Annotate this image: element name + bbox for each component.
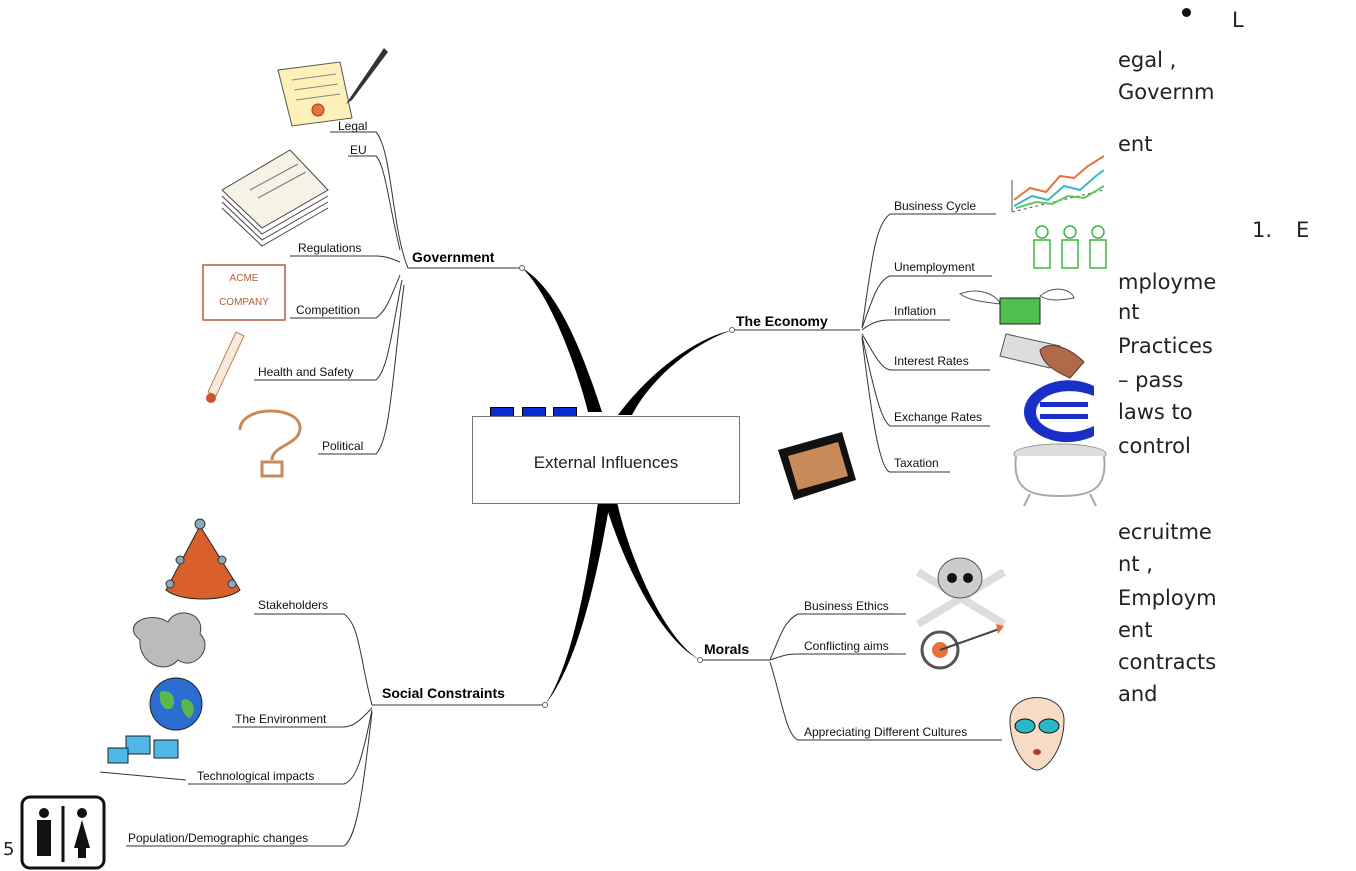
- spoke-social: [545, 502, 610, 705]
- business-cycle-chart-icon: [1011, 155, 1105, 213]
- econ-item-taxation: Taxation: [894, 456, 939, 470]
- econ-item-interest-rates: Interest Rates: [894, 354, 969, 368]
- legal-scroll-icon: [277, 48, 388, 127]
- econ-item-exchange-rates: Exchange Rates: [894, 410, 982, 424]
- econ-item-unemployment: Unemployment: [894, 260, 975, 274]
- acme-line1: ACME: [230, 273, 259, 284]
- econ-item-inflation: Inflation: [894, 304, 936, 318]
- spoke-government: [522, 268, 602, 412]
- spoke-morals: [605, 502, 700, 660]
- center-title: External Influences: [533, 453, 679, 472]
- gov-item-regulations: Regulations: [298, 241, 361, 255]
- euro-sign-icon: [1024, 380, 1094, 443]
- acme-company-icon: ACME COMPANY: [202, 264, 286, 321]
- thermometer-icon: [206, 331, 245, 403]
- number-line-4: – pass: [1118, 368, 1184, 392]
- lower-line-4: ent: [1118, 618, 1153, 642]
- alien-head-icon: [1009, 697, 1065, 771]
- morals-item-conflicting: Conflicting aims: [804, 639, 889, 653]
- number-line-5: laws to: [1118, 400, 1193, 424]
- lower-line-1: ecruitme: [1118, 520, 1212, 544]
- center-node: External Influences: [472, 416, 740, 504]
- gov-item-competition: Competition: [296, 303, 360, 317]
- social-item-stakeholders: Stakeholders: [258, 598, 328, 612]
- bullet-line-1: egal ,: [1118, 48, 1177, 72]
- stakeholders-table-icon: [165, 518, 241, 600]
- lower-line-2: nt ,: [1118, 552, 1153, 576]
- bullet-line-3: ent: [1118, 132, 1153, 156]
- morals-branch: [700, 613, 1002, 741]
- government-title: Government: [412, 249, 495, 265]
- bullet-dot: [1182, 8, 1191, 17]
- gov-item-eu: EU: [350, 143, 367, 157]
- gov-item-health-safety: Health and Safety: [258, 365, 353, 379]
- social-title: Social Constraints: [382, 685, 505, 701]
- question-mark-icon: [238, 409, 302, 478]
- lower-line-3: Employm: [1118, 586, 1217, 610]
- economy-title: The Economy: [736, 313, 828, 329]
- number-line-3: Practices: [1118, 334, 1213, 358]
- pot-of-coins-icon: [1013, 443, 1107, 507]
- computers-network-icon: [99, 735, 187, 781]
- econ-item-business-cycle: Business Cycle: [894, 199, 976, 213]
- number-line-6: control: [1118, 434, 1191, 458]
- social-branch: [126, 613, 545, 847]
- skull-crossbones-icon: [915, 557, 1007, 628]
- morals-item-ethics: Business Ethics: [804, 599, 889, 613]
- number-label: 1.: [1252, 218, 1273, 242]
- number-line-1: mployme: [1118, 270, 1217, 294]
- earth-pollution-icon: [132, 612, 206, 731]
- economy-branch: [732, 213, 996, 473]
- unemployment-figures-icon: [1033, 225, 1107, 269]
- gov-item-political: Political: [322, 439, 363, 453]
- paper-stack-icon: [221, 149, 329, 247]
- acme-line2: COMPANY: [219, 297, 269, 308]
- restroom-sign-icon: [20, 795, 106, 870]
- bullet-letter: L: [1232, 8, 1244, 32]
- abacus-icon: [778, 432, 856, 500]
- gov-item-legal: Legal: [338, 119, 367, 133]
- money-hand-icon: [999, 333, 1085, 379]
- lower-line-5: contracts: [1118, 650, 1217, 674]
- lower-line-6: and: [1118, 682, 1158, 706]
- social-item-technological: Technological impacts: [197, 769, 314, 783]
- bullet-line-2: Governm: [1118, 80, 1215, 104]
- government-branch: [254, 131, 522, 455]
- target-arrow-icon: [920, 624, 1004, 670]
- number-line-2: nt: [1118, 300, 1140, 324]
- spoke-economy: [618, 330, 732, 415]
- flying-money-icon: [958, 288, 1075, 325]
- social-item-environment: The Environment: [235, 712, 327, 726]
- social-item-population: Population/Demographic changes: [128, 831, 308, 845]
- number-letter: E: [1296, 218, 1310, 242]
- page-number: 5: [3, 839, 15, 860]
- morals-item-cultures: Appreciating Different Cultures: [804, 725, 967, 739]
- morals-title: Morals: [704, 641, 749, 657]
